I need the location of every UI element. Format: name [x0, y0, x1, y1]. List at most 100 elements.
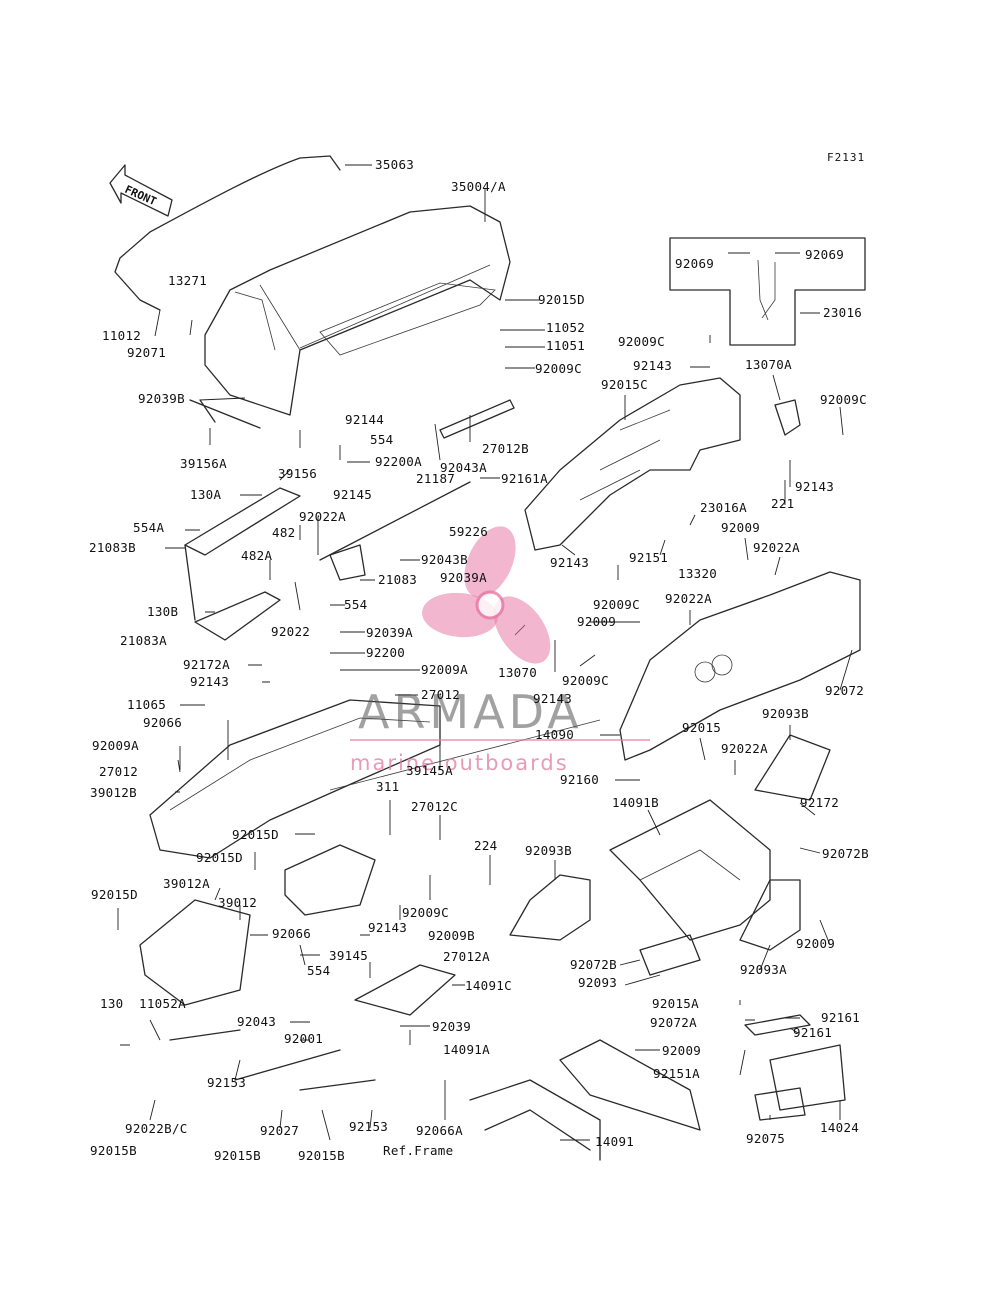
part-label: 14091C	[465, 978, 512, 993]
plate-14091A	[559, 1039, 701, 1131]
part-label: 554	[307, 963, 330, 978]
part-label: 13271	[168, 273, 207, 288]
part-label: 92009	[662, 1043, 701, 1058]
part-label: 92072B	[822, 846, 869, 861]
part-label: 11052	[546, 320, 585, 335]
bracket-21083	[329, 544, 366, 581]
part-label: 92009A	[421, 662, 468, 677]
part-label: 92009C	[820, 392, 867, 407]
figure-code: F2131	[827, 151, 865, 164]
part-label: 39012B	[90, 785, 137, 800]
part-label: 92143	[633, 358, 672, 373]
plate-92093A	[739, 879, 801, 951]
part-label: 92093B	[762, 706, 809, 721]
part-label: 39145A	[406, 763, 453, 778]
part-label: 92153	[349, 1119, 388, 1134]
part-label: 92145	[333, 487, 372, 502]
part-label: 92161	[793, 1025, 832, 1040]
part-label: 39012A	[163, 876, 210, 891]
part-label: 92200	[366, 645, 405, 660]
part-label: 14091A	[443, 1042, 490, 1057]
part-label: 92015D	[232, 827, 279, 842]
part-label: 130A	[190, 487, 221, 502]
part-label: 92009C	[593, 597, 640, 612]
part-label: 92093A	[740, 962, 787, 977]
part-label: 92151A	[653, 1066, 700, 1081]
part-label: 92071	[127, 345, 166, 360]
part-label: 27012C	[411, 799, 458, 814]
bracket-13070A	[774, 399, 801, 436]
part-label: 11012	[102, 328, 141, 343]
part-label: 23016A	[700, 500, 747, 515]
part-label: 21083B	[89, 540, 136, 555]
part-label: 92015C	[601, 377, 648, 392]
part-label: 92039B	[138, 391, 185, 406]
part-label: 92009C	[562, 673, 609, 688]
part-label: 221	[771, 496, 794, 511]
part-label: 92027	[260, 1123, 299, 1138]
linkage-21083A	[194, 591, 281, 641]
part-label: 224	[474, 838, 497, 853]
part-label: 11065	[127, 697, 166, 712]
part-label: 14024	[820, 1120, 859, 1135]
part-label: 92015B	[298, 1148, 345, 1163]
part-label: 27012	[421, 687, 460, 702]
part-label: 39012	[218, 895, 257, 910]
part-label: 92043B	[421, 552, 468, 567]
propeller-icon	[422, 526, 551, 664]
part-label: 92015D	[196, 850, 243, 865]
part-label: 482A	[241, 548, 272, 563]
part-label: 92022A	[753, 540, 800, 555]
part-label: 11051	[546, 338, 585, 353]
part-label: 92143	[550, 555, 589, 570]
part-label: 92151	[629, 550, 668, 565]
part-label: 14091B	[612, 795, 659, 810]
part-label: 21083A	[120, 633, 167, 648]
part-label: 92093	[578, 975, 617, 990]
part-label: 92009A	[92, 738, 139, 753]
part-label: 27012B	[482, 441, 529, 456]
part-label: 92022B/C	[125, 1121, 188, 1136]
part-label: 554A	[133, 520, 164, 535]
part-label: 39156A	[180, 456, 227, 471]
part-label: 21187	[416, 471, 455, 486]
part-label: 92043A	[440, 460, 487, 475]
part-label: 14090	[535, 727, 574, 742]
box-14024	[769, 1044, 846, 1111]
linkage-21083B	[184, 487, 301, 556]
part-label: 59226	[449, 524, 488, 539]
watermark-tagline: marine outboards	[350, 751, 569, 775]
bolt-92153	[169, 1029, 376, 1091]
part-label: 92009B	[428, 928, 475, 943]
part-label: 92161	[821, 1010, 860, 1025]
bracket-39156	[189, 399, 261, 429]
part-label: 311	[376, 779, 399, 794]
part-label: 92001	[284, 1031, 323, 1046]
part-label: 92093B	[525, 843, 572, 858]
lever-27012B	[439, 399, 515, 439]
part-label: 92143	[190, 674, 229, 689]
part-label: 23016	[823, 305, 862, 320]
floor-14091B	[609, 799, 771, 941]
cable-35063	[114, 155, 341, 311]
part-label: 92161A	[501, 471, 548, 486]
part-label: 92144	[345, 412, 384, 427]
part-label: 92022A	[299, 509, 346, 524]
part-label: 92172A	[183, 657, 230, 672]
part-label: 92022	[271, 624, 310, 639]
part-label: 92072B	[570, 957, 617, 972]
part-label: 39156	[278, 466, 317, 481]
part-label: 92009C	[535, 361, 582, 376]
part-label: 92022A	[721, 741, 768, 756]
dash-panel-59226	[524, 377, 741, 551]
part-label: 92015D	[538, 292, 585, 307]
watermark-brand: ARMADA	[358, 685, 583, 739]
part-label: 92015B	[214, 1148, 261, 1163]
part-label: 92015A	[652, 996, 699, 1011]
reference-note: Ref.Frame	[383, 1143, 453, 1158]
plate-92093B-right	[754, 734, 831, 801]
part-label: 35004/A	[451, 179, 506, 194]
part-label: 92069	[805, 247, 844, 262]
